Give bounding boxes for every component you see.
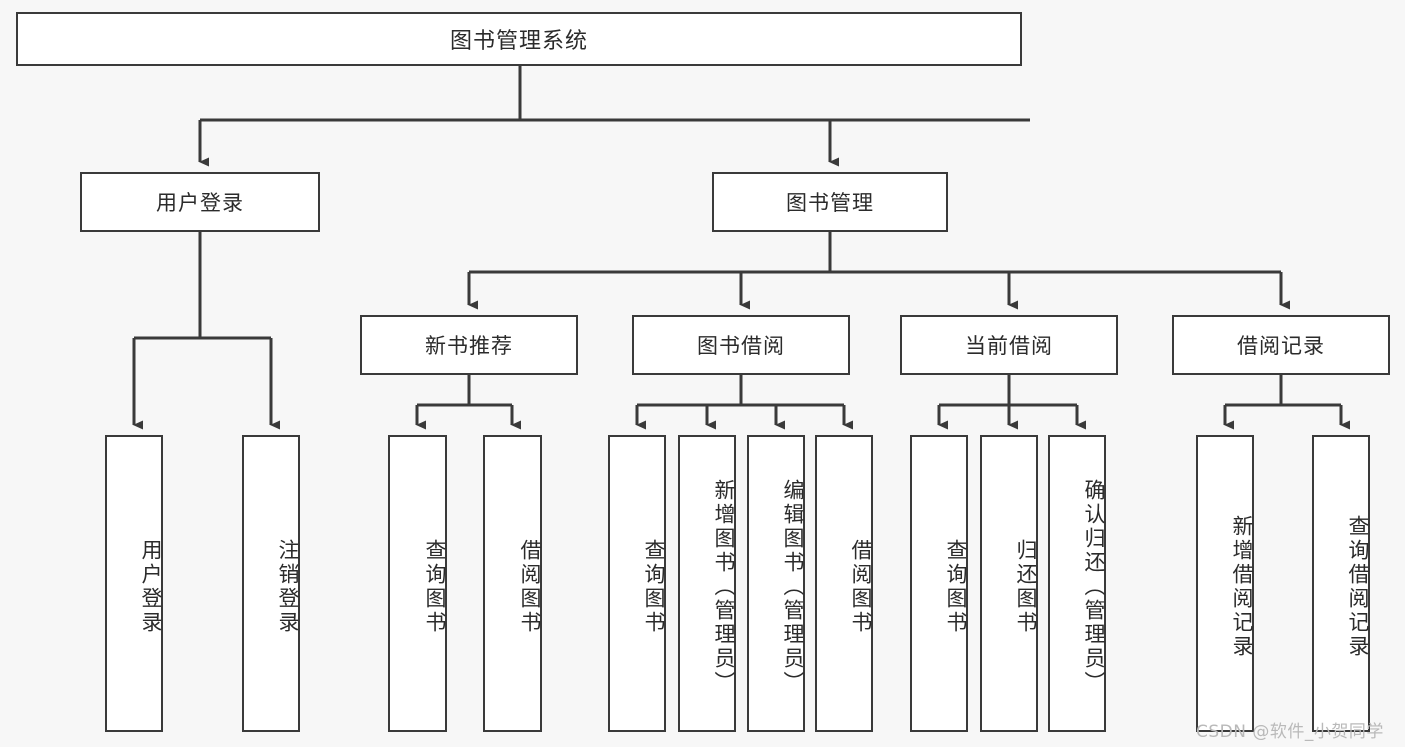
node-borrow-record[interactable]: 借阅记录 xyxy=(1172,315,1390,375)
node-current-borrow[interactable]: 当前借阅 xyxy=(900,315,1118,375)
leaf-query-book-current[interactable]: 查询图书 xyxy=(910,435,968,732)
leaf-borrow-book[interactable]: 借阅图书 xyxy=(815,435,873,732)
node-user-login[interactable]: 用户登录 xyxy=(80,172,320,232)
node-root-title[interactable]: 图书管理系统 xyxy=(16,12,1022,66)
csdn-watermark: CSDN @软件_小贺同学 xyxy=(1196,722,1384,742)
leaf-confirm-return-admin[interactable]: 确认归还（管理员） xyxy=(1048,435,1106,732)
node-book-borrow[interactable]: 图书借阅 xyxy=(632,315,850,375)
leaf-user-login[interactable]: 用户登录 xyxy=(105,435,163,732)
leaf-user-logout[interactable]: 注销登录 xyxy=(242,435,300,732)
leaf-query-book-borrow[interactable]: 查询图书 xyxy=(608,435,666,732)
leaf-add-book-admin[interactable]: 新增图书（管理员） xyxy=(678,435,736,732)
leaf-query-book-recommend[interactable]: 查询图书 xyxy=(388,435,447,732)
node-new-book-recommend[interactable]: 新书推荐 xyxy=(360,315,578,375)
leaf-query-borrow-record[interactable]: 查询借阅记录 xyxy=(1312,435,1370,732)
leaf-return-book[interactable]: 归还图书 xyxy=(980,435,1038,732)
leaf-add-borrow-record[interactable]: 新增借阅记录 xyxy=(1196,435,1254,732)
leaf-borrow-book-recommend[interactable]: 借阅图书 xyxy=(483,435,542,732)
leaf-edit-book-admin[interactable]: 编辑图书（管理员） xyxy=(747,435,805,732)
node-book-manage[interactable]: 图书管理 xyxy=(712,172,948,232)
